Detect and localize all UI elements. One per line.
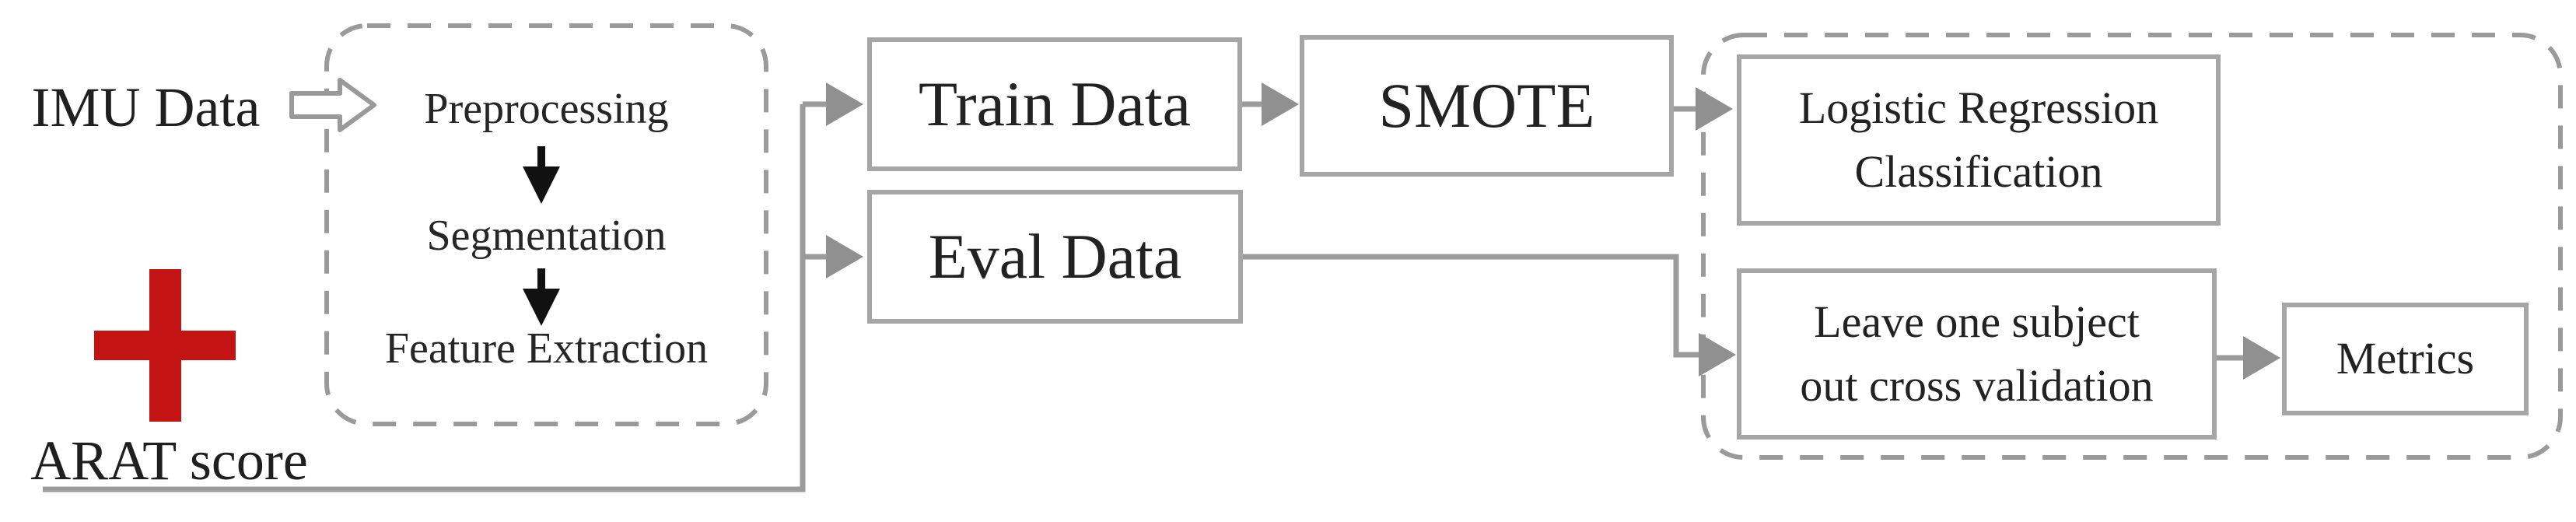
- train-data-box: Train Data: [867, 37, 1242, 171]
- cross-validation-label-line1: Leave one subject: [1814, 296, 2140, 347]
- train-to-smote-arrowhead-icon: [1262, 82, 1299, 126]
- step-preprocessing-label: Preprocessing: [424, 85, 669, 133]
- eval-to-validation-arrowhead-icon: [1699, 333, 1736, 377]
- arat-merge-line: [43, 104, 806, 492]
- cross-validation-box: Leave one subject out cross validation: [1737, 268, 2217, 440]
- smote-label: SMOTE: [1378, 69, 1595, 141]
- imu-data-label: IMU Data: [31, 76, 261, 138]
- branch-to-eval-arrowhead-icon: [826, 235, 863, 279]
- preprocessing-group-dashed-border: [324, 23, 768, 426]
- preprocessing-to-segmentation-down-arrow-icon: [523, 146, 560, 204]
- eval-data-box: Eval Data: [867, 190, 1243, 324]
- cross-validation-label-line2: out cross validation: [1800, 360, 2154, 411]
- imu-input-arrow-icon: [289, 78, 376, 132]
- validation-to-metrics-arrowhead-icon: [2243, 336, 2280, 380]
- logistic-regression-label-line1: Logistic Regression: [1798, 82, 2159, 133]
- plus-icon: [94, 331, 236, 360]
- branch-to-train-arrowhead-icon: [826, 82, 863, 126]
- step-segmentation-label: Segmentation: [426, 212, 667, 260]
- metrics-label: Metrics: [2336, 333, 2475, 384]
- evaluation-group-dashed-border: [1701, 33, 2563, 460]
- logistic-regression-label-line2: Classification: [1854, 146, 2103, 197]
- segmentation-to-feature-down-arrow-icon: [523, 268, 560, 326]
- arat-score-label: ARAT score: [30, 429, 308, 492]
- eval-to-validation-line: [1243, 254, 1699, 358]
- metrics-box: Metrics: [2282, 303, 2529, 415]
- logistic-regression-box: Logistic Regression Classification: [1737, 54, 2221, 226]
- eval-data-label: Eval Data: [928, 220, 1182, 292]
- step-feature-extraction-label: Feature Extraction: [384, 324, 709, 373]
- smote-to-classifier-arrowhead-icon: [1696, 87, 1733, 131]
- smote-box: SMOTE: [1300, 35, 1674, 177]
- train-data-label: Train Data: [919, 68, 1191, 139]
